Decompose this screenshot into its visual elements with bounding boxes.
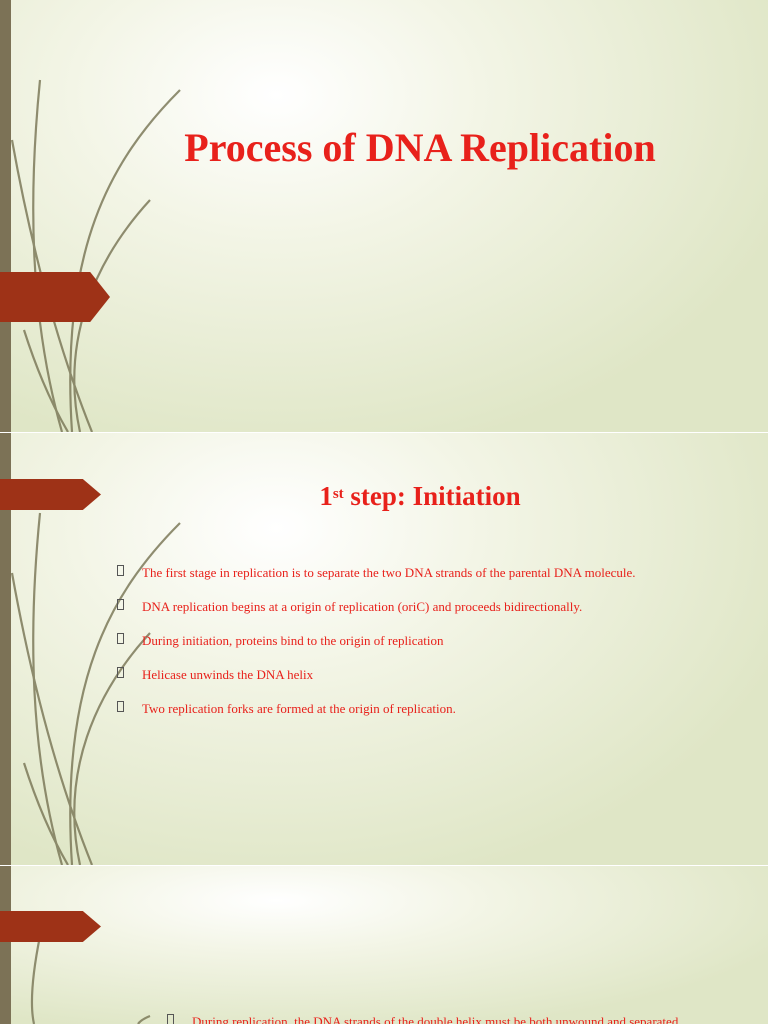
bullet-box-icon	[167, 1014, 174, 1024]
heading-ordinal-suffix: st	[332, 486, 344, 502]
slide-2[interactable]: 1st step: Initiation The first stage in …	[0, 433, 768, 865]
slide-1[interactable]: Process of DNA Replication	[0, 0, 768, 432]
slide-heading: 1st step: Initiation	[90, 479, 750, 513]
bullet-list: The first stage in replication is to sep…	[117, 563, 747, 733]
bullet-box-icon	[117, 633, 124, 644]
bullet-box-icon	[117, 701, 124, 712]
bullet-box-icon	[117, 667, 124, 678]
slide-3[interactable]: During replication, the DNA strands of t…	[0, 866, 768, 1024]
bullet-box-icon	[117, 599, 124, 610]
bullet-list: During replication, the DNA strands of t…	[167, 1012, 768, 1024]
leaf-curves-decoration	[10, 79, 181, 432]
bullet-text: Two replication forks are formed at the …	[142, 701, 456, 716]
heading-text: step: Initiation	[343, 481, 521, 511]
bullet-item: Two replication forks are formed at the …	[117, 699, 747, 733]
bullet-item: Helicase unwinds the DNA helix	[117, 665, 747, 699]
left-bar	[0, 433, 11, 865]
bullet-item: DNA replication begins at a origin of re…	[117, 597, 747, 631]
bullet-text: The first stage in replication is to sep…	[142, 565, 636, 580]
accent-tab	[0, 479, 101, 510]
accent-tab	[0, 272, 110, 322]
bullet-text: During replication, the DNA strands of t…	[192, 1014, 682, 1024]
bullet-text: DNA replication begins at a origin of re…	[142, 599, 583, 614]
bullet-box-icon	[117, 565, 124, 576]
slide-title: Process of DNA Replication	[184, 125, 656, 170]
leaf-curves-decoration	[30, 935, 151, 1024]
heading-ordinal: 1	[319, 481, 333, 511]
accent-tab	[0, 911, 101, 942]
left-bar	[0, 866, 11, 1024]
bullet-text: Helicase unwinds the DNA helix	[142, 667, 314, 682]
bullet-item: During replication, the DNA strands of t…	[167, 1012, 768, 1024]
bullet-text: During initiation, proteins bind to the …	[142, 633, 444, 648]
bullet-item: The first stage in replication is to sep…	[117, 563, 747, 597]
bullet-item: During initiation, proteins bind to the …	[117, 631, 747, 665]
left-bar	[0, 0, 11, 432]
